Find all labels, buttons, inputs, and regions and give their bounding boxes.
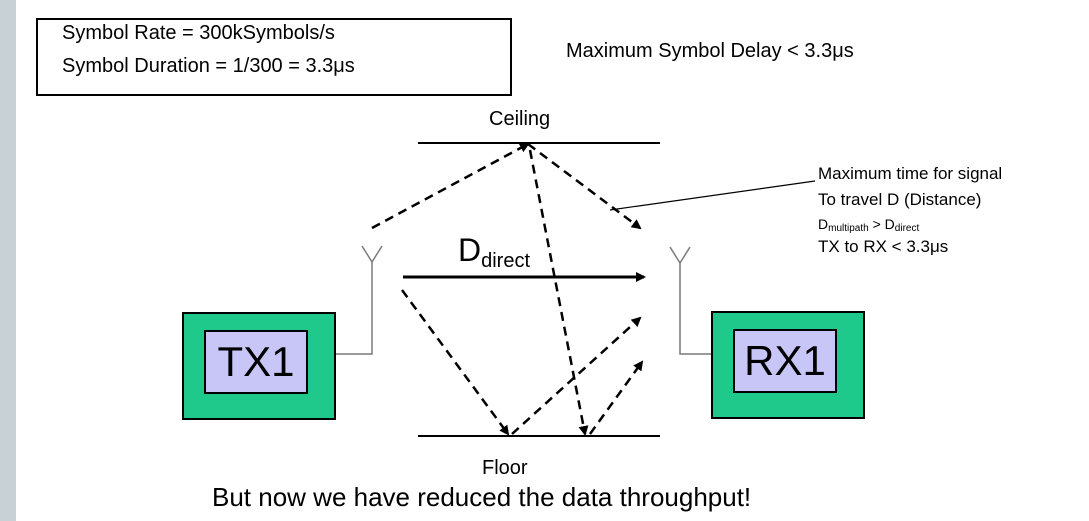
greater-than-sign: > [868, 216, 885, 232]
rx-screen-label: RX1 [733, 329, 837, 393]
annotation-line-4: TX to RX < 3.3μs [818, 237, 949, 256]
d-multipath-sub: multipath [828, 223, 869, 234]
annotation-line-1: Maximum time for signal [818, 164, 1003, 183]
symbol-info-box [36, 18, 512, 96]
d-direct-sub: direct [894, 223, 920, 234]
rx-antenna-icon [669, 246, 711, 355]
rx-terminal: RX1 [711, 311, 865, 419]
direct-path-label: Ddirect [458, 232, 530, 273]
floor-reflection-path [400, 289, 642, 436]
floor-label: Floor [482, 457, 528, 479]
caption-text: But now we have reduced the data through… [212, 482, 752, 512]
tx-terminal: TX1 [182, 312, 336, 420]
symbol-rate-text: Symbol Rate = 300kSymbols/s [62, 22, 335, 44]
direct-label-main: D [458, 232, 482, 268]
annotation-pointer-line [609, 180, 816, 211]
tx-antenna-icon [336, 245, 383, 355]
annotation-line-3: Dmultipath > Ddirect [818, 216, 919, 234]
symbol-duration-text: Symbol Duration = 1/300 = 3.3μs [62, 55, 355, 77]
d-multipath-main: D [818, 216, 829, 232]
annotation-line-2: To travel D (Distance) [818, 190, 982, 209]
ceiling-floor-reflection-path [528, 149, 644, 436]
ceiling-label: Ceiling [489, 108, 551, 130]
tx-screen-label: TX1 [204, 330, 308, 394]
max-symbol-delay-text: Maximum Symbol Delay < 3.3μs [566, 40, 854, 62]
d-direct-main: D [884, 216, 895, 232]
ceiling-reflection-path [371, 142, 642, 230]
direct-label-sub: direct [481, 250, 531, 272]
